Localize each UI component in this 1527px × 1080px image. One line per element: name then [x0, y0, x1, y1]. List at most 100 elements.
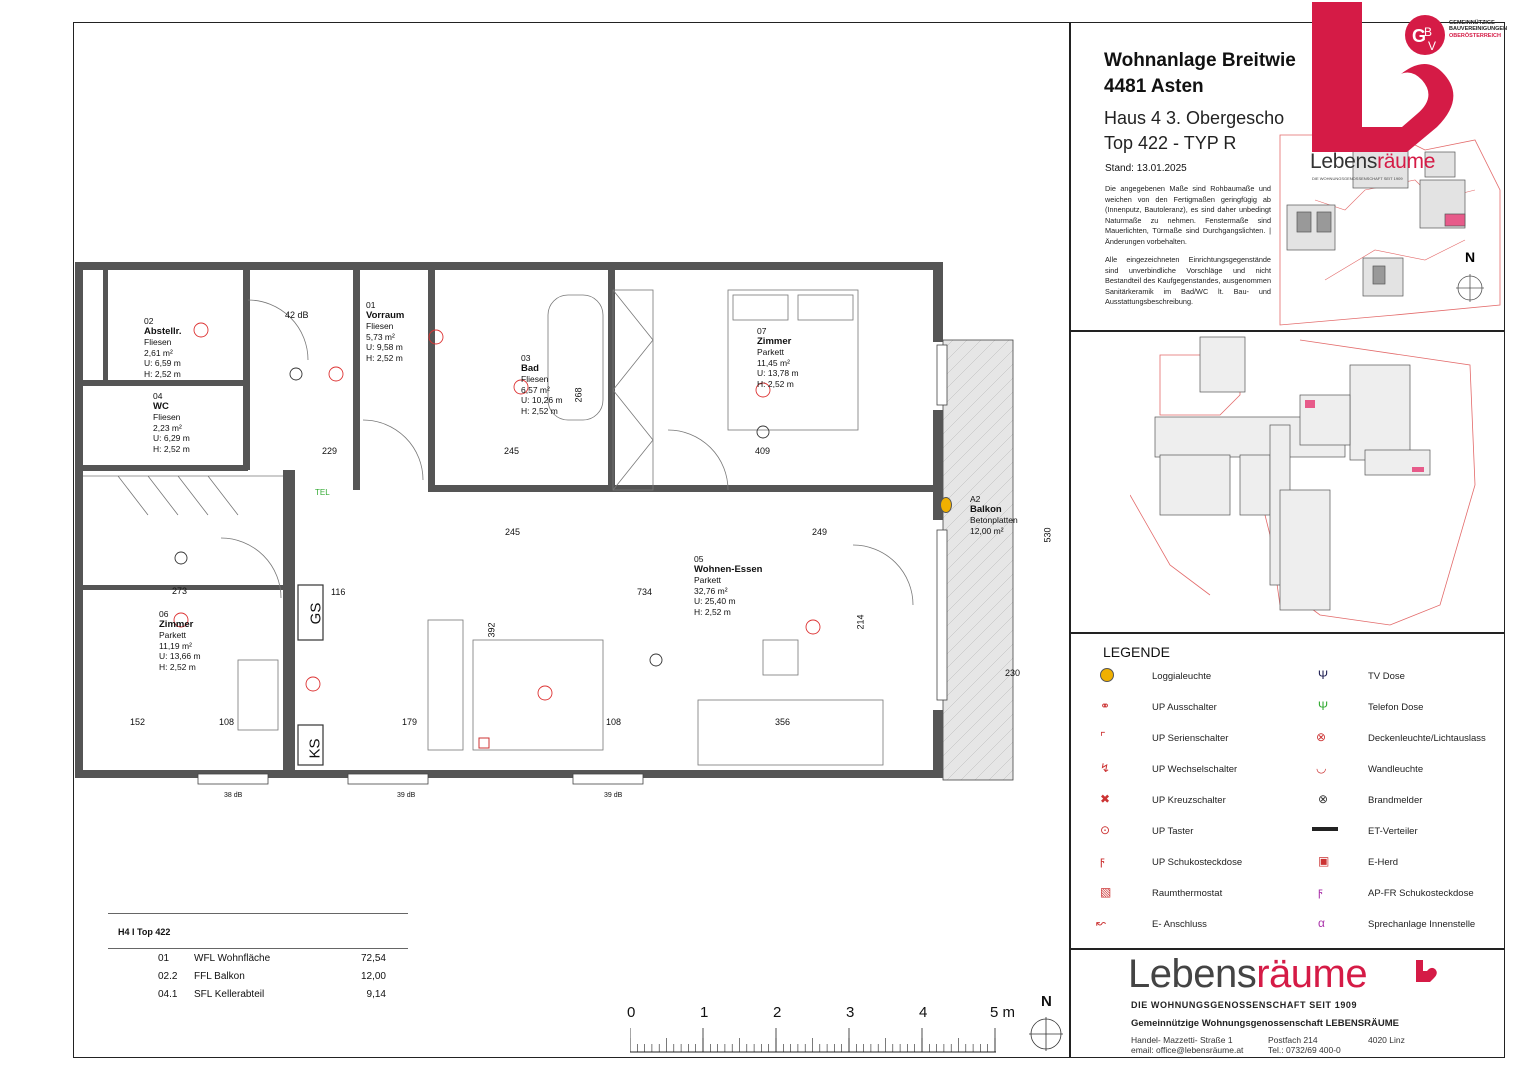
area-code: 01 [158, 953, 170, 964]
room-number: 01 [366, 300, 376, 310]
brand-small: Lebensräume [1310, 150, 1435, 174]
room-area: 6,57 m² [521, 384, 550, 395]
legend-item: UP Taster [1152, 826, 1194, 837]
area-value: 72,54 [360, 953, 386, 964]
company-name: Gemeinnützige Wohnungsgenossenschaft LEB… [1131, 1018, 1399, 1029]
svg-text:B: B [1424, 25, 1432, 39]
floor-label: Haus 4 3. Obergescho [1104, 108, 1285, 128]
stove-icon: ▣ [1318, 854, 1330, 868]
dimension-label: 245 [504, 446, 520, 456]
legend-item: Wandleuchte [1368, 764, 1424, 775]
room-number: 06 [159, 609, 169, 619]
smoke-detector-icon: ⊗ [1318, 792, 1329, 806]
title-divider-3 [1069, 948, 1505, 950]
address-mid: Postfach 214 Tel.: 0732/69 400-0 [1268, 1035, 1341, 1055]
drawing-frame [73, 22, 1505, 1058]
room-name: Bad [521, 363, 539, 374]
ceiling-light-icon: ⊗ [1316, 730, 1327, 744]
room-details: Fliesen 6,57 m² U: 10,26 m H: 2,52 m [521, 374, 563, 416]
svg-text:V: V [1428, 39, 1436, 53]
room-name: Balkon [970, 504, 1002, 515]
legend-item: Loggialeuchte [1152, 671, 1212, 682]
room-details: Betonplatten 12,00 m² [970, 515, 1018, 536]
legend-item: Sprechanlage Innenstelle [1368, 919, 1476, 930]
area-label: SFL Kellerabteil [194, 989, 265, 1000]
gbv-text: GEMEINNÜTZIGE BAUVEREINIGUNGEN OBERÖSTER… [1449, 20, 1507, 39]
area-table-line [108, 948, 408, 949]
dimension-label: 392 [486, 622, 497, 638]
address-post: Postfach 214 [1268, 1035, 1318, 1045]
scale-label: 2 [773, 1004, 782, 1021]
thermostat-icon: ▧ [1100, 885, 1112, 899]
brand-large-tag: DIE WOHNUNGSGENOSSENSCHAFT SEIT 1909 [1131, 1000, 1358, 1010]
legend-item: Brandmelder [1368, 795, 1423, 806]
dimension-label: 230 [1005, 668, 1021, 678]
dimension-label: 273 [172, 586, 188, 596]
address-city: 4020 Linz [1368, 1035, 1405, 1045]
wall-light-icon: ◡ [1316, 761, 1327, 775]
push-button-icon: ⊙ [1100, 823, 1111, 837]
room-number: 03 [521, 353, 531, 363]
legend-item: UP Schukosteckdose [1152, 857, 1243, 868]
legend-item: UP Kreuzschalter [1152, 795, 1226, 806]
switch-icon: ⚭ [1100, 699, 1111, 713]
gs-box [297, 584, 324, 641]
area-label: WFL Wohnfläche [194, 953, 271, 964]
room-number: A2 [970, 494, 981, 504]
legend-item: Deckenleuchte/Lichtauslass [1368, 733, 1486, 744]
room-floor: Parkett [757, 347, 784, 357]
site-plan: N [1279, 134, 1501, 326]
gs-label: GS [307, 602, 325, 625]
series-switch-icon: ⌜ [1100, 730, 1106, 744]
room-height: H: 2,52 m [694, 606, 731, 617]
distribution-icon [1312, 827, 1338, 831]
room-perimeter: U: 10,26 m [521, 395, 563, 405]
brand-large: Lebensräume [1128, 952, 1368, 997]
svg-text:G: G [1412, 26, 1426, 46]
project-title-line2: 4481 Asten [1104, 76, 1204, 97]
dimension-label: 39 dB [397, 792, 416, 799]
ks-label: KS [306, 738, 324, 759]
intercom-icon: α [1318, 916, 1325, 930]
scale-north-label: N [1041, 993, 1052, 1010]
area-table-title: H4 I Top 422 [118, 927, 171, 937]
surface-socket-icon: ϝ [1318, 885, 1323, 899]
room-perimeter: U: 6,59 m [144, 358, 181, 368]
loggia-light-fixture-icon [940, 497, 952, 513]
room-details: Parkett 32,76 m² U: 25,40 m H: 2,52 m [694, 575, 736, 617]
area-table-line-top [108, 913, 408, 914]
brand-small-b: räume [1377, 150, 1436, 173]
gbv-line2: BAUVEREINIGUNGEN [1449, 26, 1508, 33]
room-details: Fliesen 5,73 m² U: 9,58 m H: 2,52 m [366, 321, 403, 363]
scale-label: 4 [919, 1004, 928, 1021]
room-name: Vorraum [366, 310, 405, 321]
changeover-switch-icon: ↯ [1100, 761, 1111, 775]
loggia-light-icon [1100, 668, 1114, 682]
legend-item: UP Wechselschalter [1152, 764, 1238, 775]
scale-label: 0 [627, 1004, 636, 1021]
disclaimer-note-2: Alle eingezeichneten Einrichtungsgegenst… [1105, 255, 1271, 306]
room-perimeter: U: 13,78 m [757, 368, 799, 378]
room-name: Wohnen-Essen [694, 564, 763, 575]
address-right: 4020 Linz [1368, 1035, 1405, 1045]
room-height: H: 2,52 m [159, 661, 196, 672]
room-area: 2,23 m² [153, 422, 182, 433]
room-perimeter: U: 13,66 m [159, 651, 201, 661]
room-height: H: 2,52 m [144, 368, 181, 379]
balcony-area [942, 339, 1014, 781]
tel-label: TEL [315, 488, 330, 497]
room-floor: Fliesen [153, 412, 181, 422]
room-name: Zimmer [757, 336, 792, 347]
address-street: Handel- Mazzetti- Straße 1 [1131, 1035, 1233, 1045]
date-label: Stand: 13.01.2025 [1105, 163, 1187, 174]
legend-item: TV Dose [1368, 671, 1405, 682]
legend-item: E-Herd [1368, 857, 1399, 868]
dimension-label: 108 [606, 717, 622, 727]
address-email[interactable]: email: office@lebensräume.at [1131, 1045, 1244, 1055]
unit-label: Top 422 - TYP R [1104, 133, 1237, 153]
dimension-label: 116 [331, 587, 346, 597]
dimension-label: 268 [573, 387, 584, 403]
room-area: 11,45 m² [757, 357, 790, 368]
socket-icon: ϝ [1100, 854, 1105, 868]
dimension-label: 38 dB [224, 792, 243, 799]
